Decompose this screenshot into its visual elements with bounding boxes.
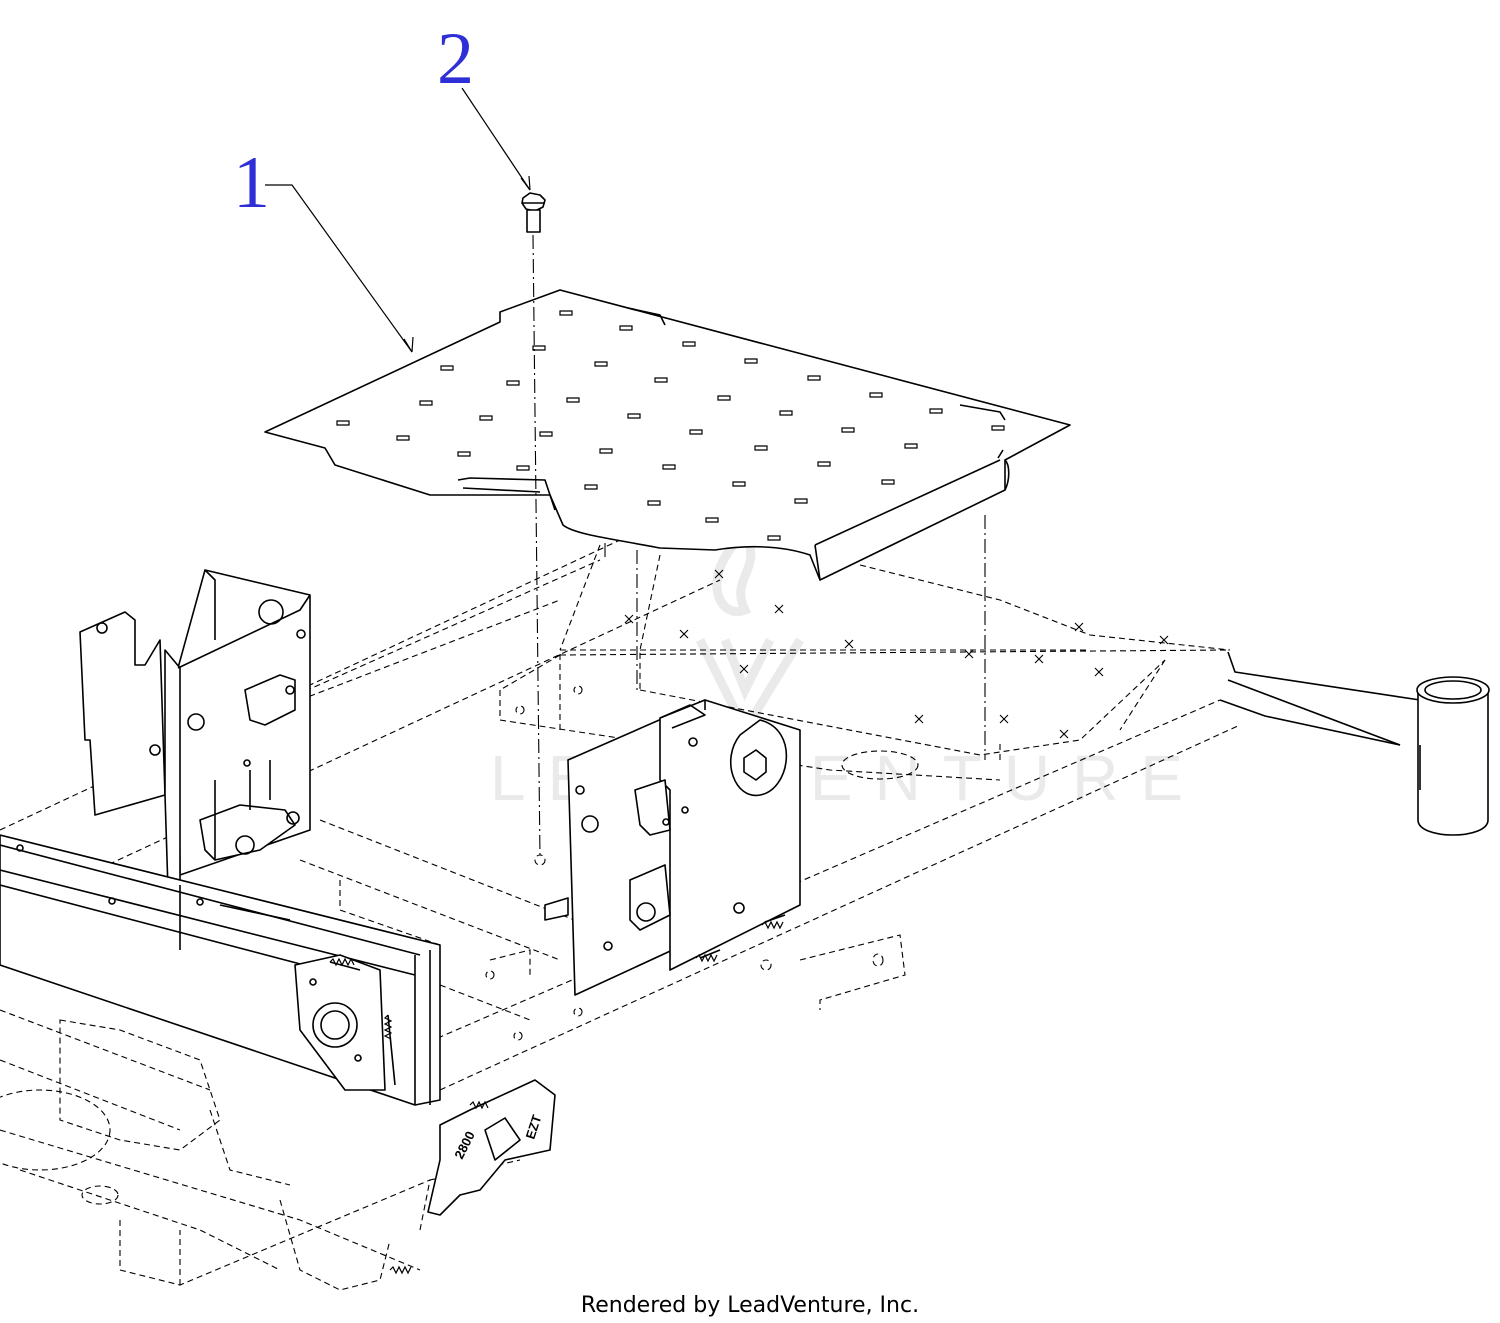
- handle-pivot-arm: [1219, 651, 1490, 836]
- arrowhead-1: [403, 336, 414, 353]
- springs: [329, 920, 784, 1275]
- arrowhead-2: [520, 175, 531, 191]
- right-control-bracket: [544, 699, 801, 996]
- left-control-bracket: [79, 569, 311, 891]
- assembly-centerlines: [532, 234, 986, 859]
- callout-2: 2: [437, 18, 474, 100]
- seat-plate-slots: [336, 310, 1005, 541]
- steering-plate: 2800 EZT: [427, 1079, 556, 1216]
- callout-leaders: [265, 87, 531, 353]
- bolt-part-2: [521, 192, 546, 233]
- watermark-flame-icon: [695, 535, 804, 740]
- callout-1: 1: [233, 142, 270, 224]
- perforation-marks: [624, 569, 1169, 739]
- leader-line-2: [461, 87, 531, 191]
- leader-line-1: [265, 184, 413, 353]
- seat-pan-under: [559, 544, 1231, 760]
- seat-plate-part-1: [264, 289, 1071, 581]
- footer-credit: Rendered by LeadVenture, Inc.: [581, 1293, 919, 1318]
- front-cross-member: [0, 834, 441, 1106]
- brand-stamp: EZT: [523, 1113, 545, 1141]
